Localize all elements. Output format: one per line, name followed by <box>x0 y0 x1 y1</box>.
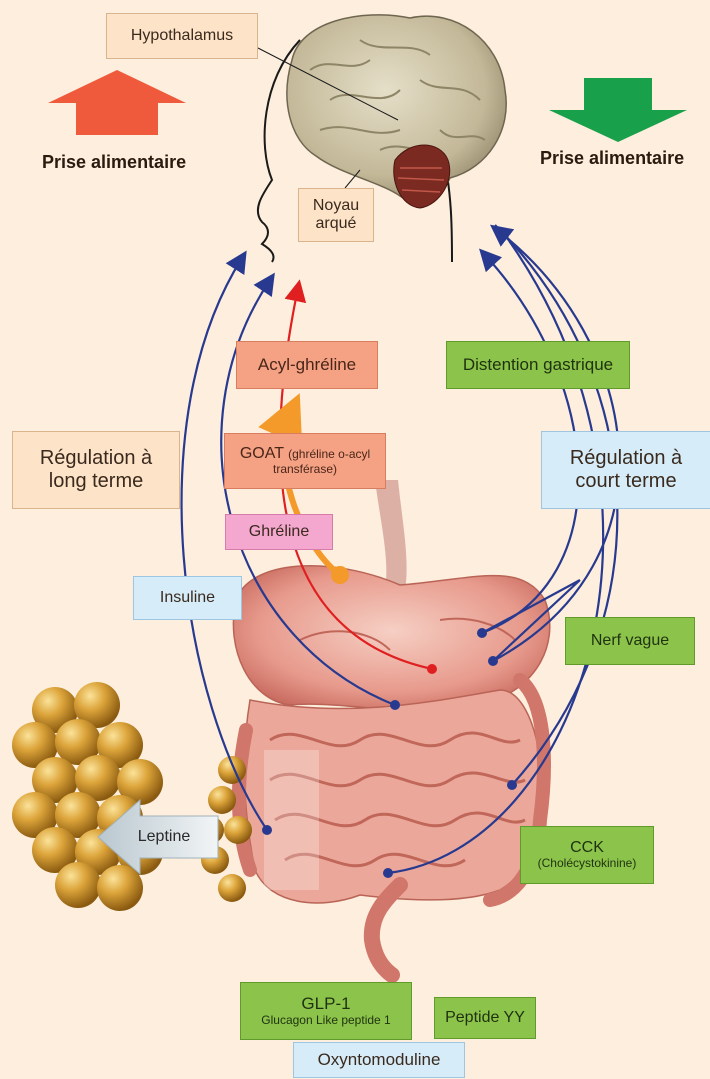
prise-alimentaire-decrease-caption: Prise alimentaire <box>540 148 684 169</box>
insuline-source-dot <box>390 700 400 710</box>
vagus-dot-2 <box>488 656 498 666</box>
leptine-source-dot <box>262 825 272 835</box>
regulation-court-terme-label: Régulation à court terme <box>541 431 710 509</box>
glp1-source-dot <box>383 868 393 878</box>
distention-gastrique-label: Distention gastrique <box>446 341 630 389</box>
increase-arrow-icon <box>48 70 186 135</box>
nerf-vague-label: Nerf vague <box>565 617 695 665</box>
brain-illustration <box>287 15 506 208</box>
acyl-ghreline-label: Acyl-ghréline <box>236 341 378 389</box>
goat-source-dot <box>331 566 349 584</box>
adipose-tissue-illustration <box>12 682 252 911</box>
decrease-arrow-icon <box>549 78 687 142</box>
insuline-label: Insuline <box>133 576 242 620</box>
ghreline-label: Ghréline <box>225 514 333 550</box>
regulation-long-terme-label: Régulation à long terme <box>12 431 180 509</box>
prise-alimentaire-increase-caption: Prise alimentaire <box>42 152 186 173</box>
leptine-label: Leptine <box>124 822 204 852</box>
noyau-arque-label: Noyau arqué <box>298 188 374 242</box>
ghreline-source-dot <box>427 664 437 674</box>
vagus-dot-1 <box>477 628 487 638</box>
peptide-yy-label: Peptide YY <box>434 997 536 1039</box>
oxyntomoduline-label: Oxyntomoduline <box>293 1042 465 1078</box>
hypothalamus-label: Hypothalamus <box>106 13 258 59</box>
goat-label: GOAT (ghréline o-acyl transférase) <box>224 433 386 489</box>
digestive-tract-illustration <box>233 480 549 975</box>
cck-source-dot <box>507 780 517 790</box>
glp1-label: GLP-1 Glucagon Like peptide 1 <box>240 982 412 1040</box>
cck-label: CCK (Cholécystokinine) <box>520 826 654 884</box>
